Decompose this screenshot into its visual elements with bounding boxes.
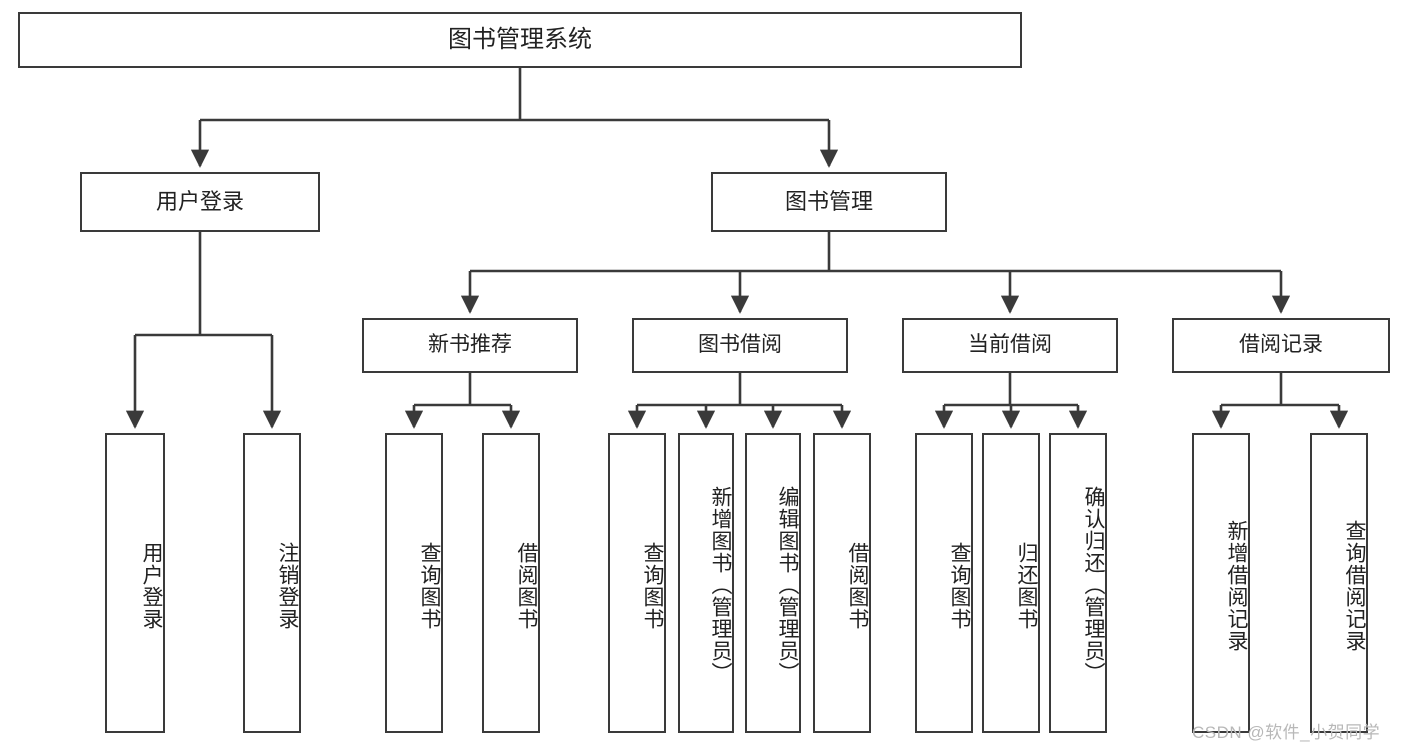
leaf-edit-book-admin[interactable]: 编辑图书（管理员）: [745, 433, 801, 733]
leaf-add-borrow-record[interactable]: 新增借阅记录: [1192, 433, 1250, 733]
leaf-return-book[interactable]: 归还图书: [982, 433, 1040, 733]
node-current-borrow-label: 当前借阅: [968, 333, 1052, 357]
node-book-borrow[interactable]: 图书借阅: [632, 318, 848, 373]
node-user-login[interactable]: 用户登录: [80, 172, 320, 232]
node-new-book-recommend-label: 新书推荐: [428, 333, 512, 357]
leaf-return-book-label: 归还图书: [1015, 542, 1038, 630]
leaf-borrow-book-new-label: 借阅图书: [515, 542, 538, 630]
leaf-query-book-new[interactable]: 查询图书: [385, 433, 443, 733]
leaf-user-login-label: 用户登录: [140, 542, 163, 630]
leaf-query-book-borrow-label: 查询图书: [641, 542, 664, 630]
node-book-borrow-label: 图书借阅: [698, 333, 782, 357]
leaf-add-book-admin-label: 新增图书（管理员）: [709, 486, 732, 684]
leaf-add-book-admin[interactable]: 新增图书（管理员）: [678, 433, 734, 733]
node-book-management-label: 图书管理: [784, 189, 873, 215]
leaf-confirm-return-admin[interactable]: 确认归还（管理员）: [1049, 433, 1107, 733]
leaf-logout-label: 注销登录: [276, 542, 299, 630]
leaf-borrow-book[interactable]: 借阅图书: [813, 433, 871, 733]
leaf-query-borrow-record-label: 查询借阅记录: [1343, 520, 1366, 652]
node-root-label: 图书管理系统: [448, 26, 592, 54]
leaf-edit-book-admin-label: 编辑图书（管理员）: [776, 486, 799, 684]
leaf-query-borrow-record[interactable]: 查询借阅记录: [1310, 433, 1368, 733]
leaf-add-borrow-record-label: 新增借阅记录: [1225, 520, 1248, 652]
leaf-logout[interactable]: 注销登录: [243, 433, 301, 733]
node-user-login-label: 用户登录: [155, 189, 244, 215]
csdn-watermark: CSDN @软件_小贺同学: [1192, 723, 1381, 742]
leaf-user-login[interactable]: 用户登录: [105, 433, 165, 733]
node-borrow-record[interactable]: 借阅记录: [1172, 318, 1390, 373]
node-book-management[interactable]: 图书管理: [711, 172, 947, 232]
leaf-query-book-current-label: 查询图书: [948, 542, 971, 630]
leaf-confirm-return-admin-label: 确认归还（管理员）: [1082, 486, 1105, 684]
node-borrow-record-label: 借阅记录: [1239, 333, 1323, 357]
leaf-borrow-book-label: 借阅图书: [846, 542, 869, 630]
leaf-query-book-new-label: 查询图书: [418, 542, 441, 630]
leaf-borrow-book-new[interactable]: 借阅图书: [482, 433, 540, 733]
leaf-query-book-current[interactable]: 查询图书: [915, 433, 973, 733]
node-root[interactable]: 图书管理系统: [18, 12, 1022, 68]
node-new-book-recommend[interactable]: 新书推荐: [362, 318, 578, 373]
leaf-query-book-borrow[interactable]: 查询图书: [608, 433, 666, 733]
node-current-borrow[interactable]: 当前借阅: [902, 318, 1118, 373]
